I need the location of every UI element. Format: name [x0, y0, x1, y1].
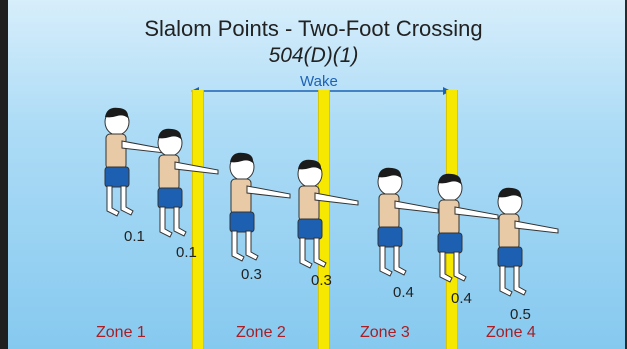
- skier-figure: [297, 159, 359, 269]
- diagram-title: Slalom Points - Two-Foot Crossing: [144, 16, 483, 41]
- zone-3-label: Zone 3: [360, 324, 410, 341]
- point-value: 0.1: [124, 228, 145, 245]
- point-value: 0.3: [311, 272, 332, 289]
- skier-figure: [104, 107, 166, 217]
- zone-2-label: Zone 2: [236, 324, 286, 341]
- left-border: [0, 0, 8, 349]
- skier-figure: [157, 128, 219, 238]
- pole-1: [192, 90, 204, 349]
- skier-figure: [377, 167, 439, 277]
- right-border: [625, 0, 627, 349]
- skier-figure: [497, 187, 559, 297]
- point-value: 0.5: [510, 306, 531, 323]
- zone-4-label: Zone 4: [486, 324, 536, 341]
- point-value: 0.3: [241, 266, 262, 283]
- point-value: 0.1: [176, 244, 197, 261]
- point-value: 0.4: [393, 284, 414, 301]
- point-value: 0.4: [451, 290, 472, 307]
- skier-figure: [437, 173, 499, 283]
- skier-figure: [229, 152, 291, 262]
- wake-label: Wake: [300, 73, 338, 90]
- zone-1-label: Zone 1: [96, 324, 146, 341]
- diagram-subtitle: 504(D)(1): [268, 44, 359, 67]
